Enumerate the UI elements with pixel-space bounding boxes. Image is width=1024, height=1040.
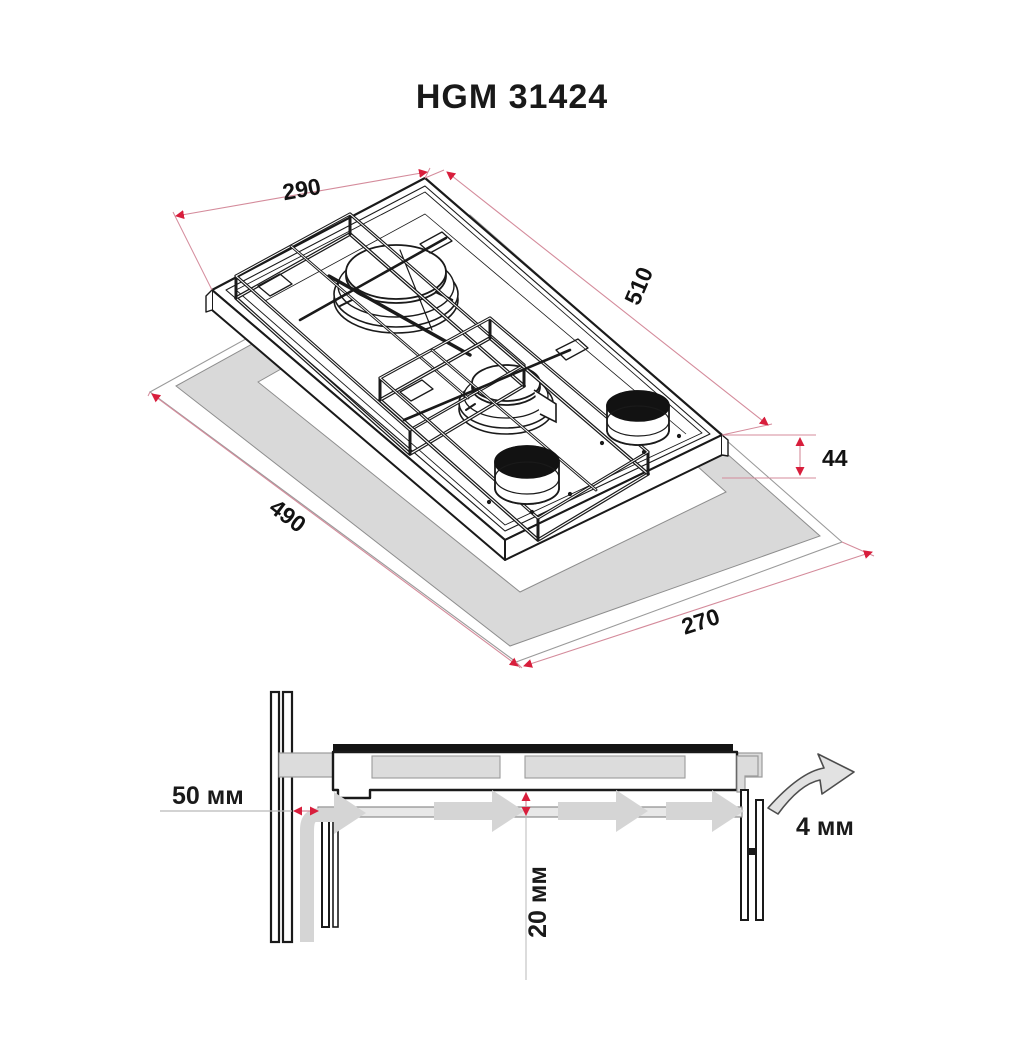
isometric-hob-diagram: 290 510 44 490 270 — [147, 167, 875, 669]
dimension-label-44: 44 — [822, 445, 848, 471]
dimension-label-270: 270 — [678, 603, 723, 640]
dimension-label-50mm: 50 мм — [172, 782, 244, 810]
hob-cross-section — [331, 744, 764, 921]
exhaust-arrow — [767, 753, 855, 815]
dimension-4mm: 4 мм — [796, 813, 854, 841]
dimension-44: 44 — [722, 434, 848, 479]
dimension-label-510: 510 — [619, 263, 658, 308]
dimension-label-20mm: 20 мм — [524, 866, 552, 938]
dimension-label-4mm: 4 мм — [796, 813, 854, 841]
dimension-20mm: 20 мм — [521, 792, 552, 980]
installation-cross-section-diagram: 50 мм 20 мм 4 мм — [160, 690, 855, 980]
airflow-arrows — [300, 790, 744, 942]
dimension-50mm: 50 мм — [160, 782, 319, 816]
page-title: HGM 31424 — [415, 78, 609, 116]
kitchen-wall — [269, 690, 294, 944]
dimension-label-290: 290 — [280, 173, 322, 205]
